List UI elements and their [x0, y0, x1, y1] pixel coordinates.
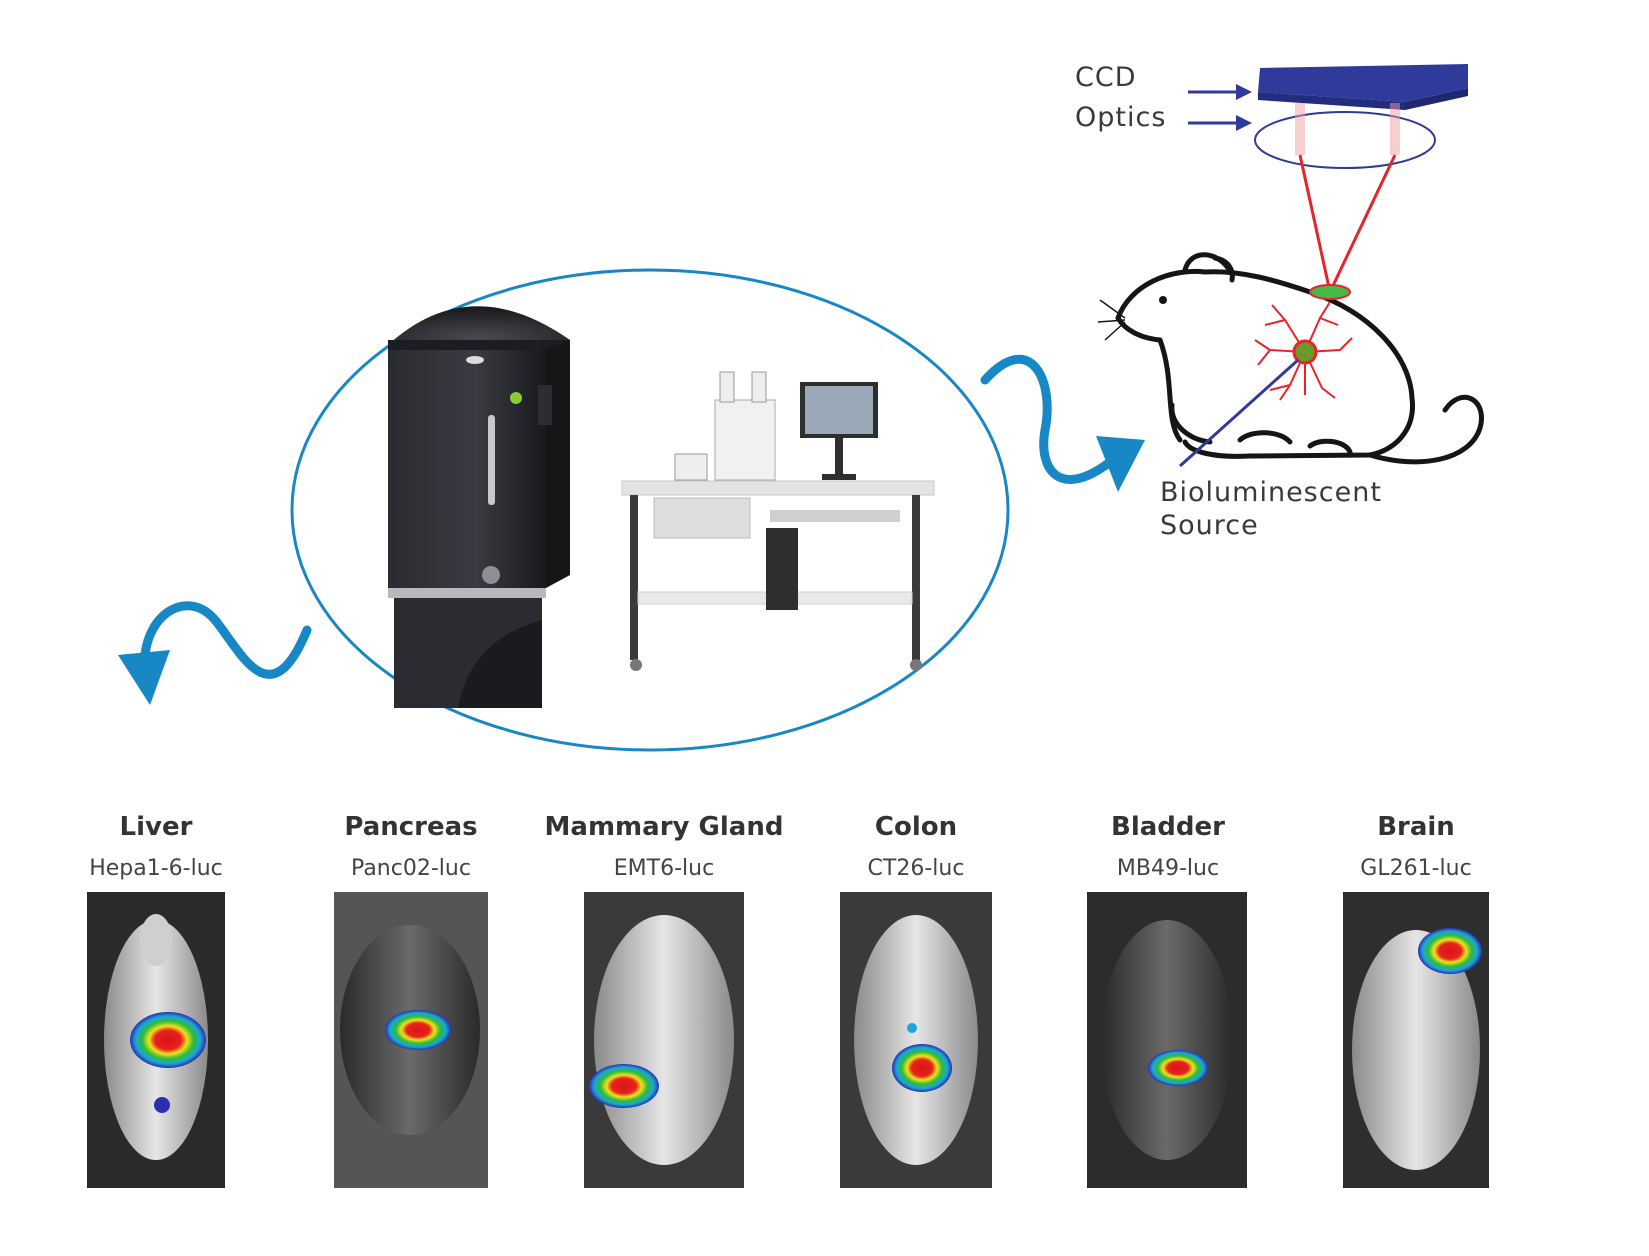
instrument-ellipse: [290, 268, 1010, 752]
mouse-eye: [1159, 296, 1167, 304]
flow-arrow-to-images: [118, 601, 312, 705]
cell-line-label: EMT6-luc: [613, 856, 715, 881]
organ-label: Colon: [874, 812, 958, 842]
whiskers: [1097, 299, 1126, 341]
surface-signal-icon: [1309, 284, 1351, 300]
imaging-cabinet: [388, 306, 570, 708]
source-label-line1: Bioluminescent: [1160, 477, 1382, 508]
ccd-camera-icon: [1258, 64, 1468, 110]
cell-line-label: GL261-luc: [1360, 856, 1472, 881]
organ-label: Bladder: [1111, 812, 1225, 842]
workstation: [621, 371, 935, 671]
optics-label: Optics: [1075, 102, 1167, 133]
mouse-image-mammary: [584, 892, 744, 1188]
cell-line-label: Hepa1-6-luc: [89, 856, 223, 881]
pancreas-signal: [385, 1010, 451, 1050]
mouse-image-colon: [840, 892, 992, 1188]
mammary-signal: [589, 1064, 659, 1108]
tumor-icon: [1292, 339, 1318, 365]
optics-pointer-arrow: [1188, 115, 1252, 131]
brain-signal: [1418, 928, 1482, 974]
liver-signal: [130, 1012, 206, 1068]
cell-line-label: MB49-luc: [1116, 856, 1220, 881]
cell-line-label: Panc02-luc: [351, 856, 471, 881]
organ-label: Liver: [119, 812, 193, 842]
mouse-image-brain: [1343, 892, 1489, 1188]
ccd-label: CCD: [1075, 62, 1137, 93]
organ-label: Mammary Gland: [544, 812, 784, 842]
mouse-image-liver: [87, 892, 225, 1188]
source-label-line2: Source: [1160, 510, 1259, 541]
source-pointer-line: [1178, 358, 1300, 468]
flow-arrow-to-source: [980, 354, 1145, 492]
bladder-signal: [1148, 1050, 1208, 1086]
ccd-pointer-arrow: [1188, 84, 1252, 100]
organ-label: Pancreas: [344, 812, 478, 842]
cell-line-label: CT26-luc: [867, 856, 965, 881]
organ-label: Brain: [1377, 812, 1455, 842]
light-rays: [1295, 103, 1400, 293]
optics-lens-icon: [1254, 111, 1436, 169]
mouse-image-bladder: [1087, 892, 1247, 1188]
colon-signal: [892, 1044, 952, 1092]
mouse-image-pancreas: [334, 892, 488, 1188]
